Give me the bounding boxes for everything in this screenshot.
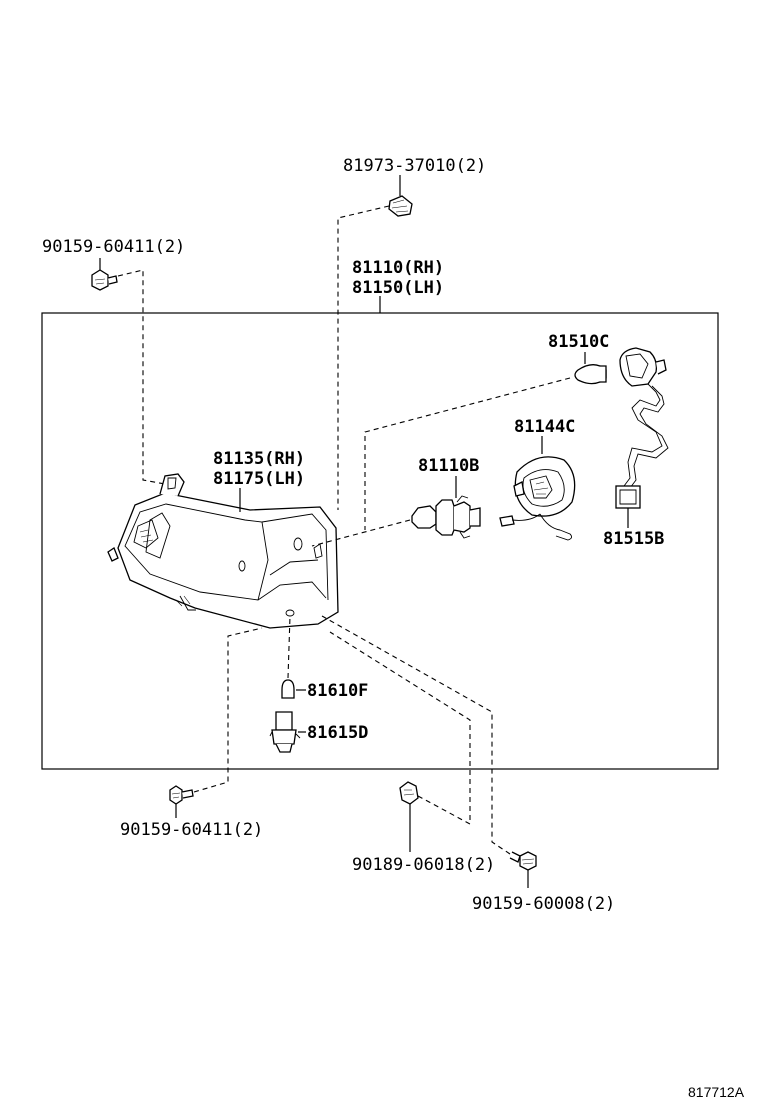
bolt-90159-top-part — [91, 258, 118, 291]
label-81610f: 81610F — [307, 681, 368, 701]
label-81135: 81135(RH) — [213, 449, 305, 469]
bulb-81510c-part — [574, 352, 607, 385]
label-90159-60008: 90159-60008(2) — [472, 894, 615, 914]
label-81510c: 81510C — [548, 332, 609, 352]
bulb-81610f-part — [281, 679, 306, 699]
diagram-reference-number: 817712A — [688, 1084, 745, 1100]
bulb-81110b-part — [411, 476, 481, 539]
label-81615d: 81615D — [307, 723, 368, 743]
dash-81110b-to-housing — [311, 519, 411, 547]
label-90189: 90189-06018(2) — [352, 855, 495, 875]
dust-cover-81144c-part — [499, 436, 576, 541]
label-81973: 81973-37010(2) — [343, 156, 486, 176]
dash-81510c-to-housing — [364, 377, 571, 530]
dash-bolt-bottom-to-housing — [193, 627, 263, 793]
clip-81973-part — [388, 175, 413, 217]
dash-81973-to-housing — [337, 205, 390, 510]
dash-90159-60008-to-housing — [321, 615, 511, 855]
dash-bolt-top-to-bracket — [117, 269, 166, 485]
socket-81615d-part — [269, 711, 306, 753]
label-81515b: 81515B — [603, 529, 664, 549]
dash-81610f-to-housing — [287, 615, 291, 679]
nut-90189-part — [399, 781, 419, 852]
socket-wire-81515b-part — [615, 347, 669, 528]
label-90159-top: 90159-60411(2) — [42, 237, 185, 257]
label-81110: 81110(RH) — [352, 258, 444, 278]
dash-90189-to-housing — [329, 631, 471, 825]
label-81110b: 81110B — [418, 456, 479, 476]
headlamp-housing-part — [107, 473, 339, 629]
label-90159-bottom: 90159-60411(2) — [120, 820, 263, 840]
label-81175: 81175(LH) — [213, 469, 305, 489]
bolt-90159-bottom-part — [169, 785, 194, 818]
label-81144c: 81144C — [514, 417, 575, 437]
bolt-90159-60008-part — [509, 851, 537, 888]
label-81150: 81150(LH) — [352, 278, 444, 298]
